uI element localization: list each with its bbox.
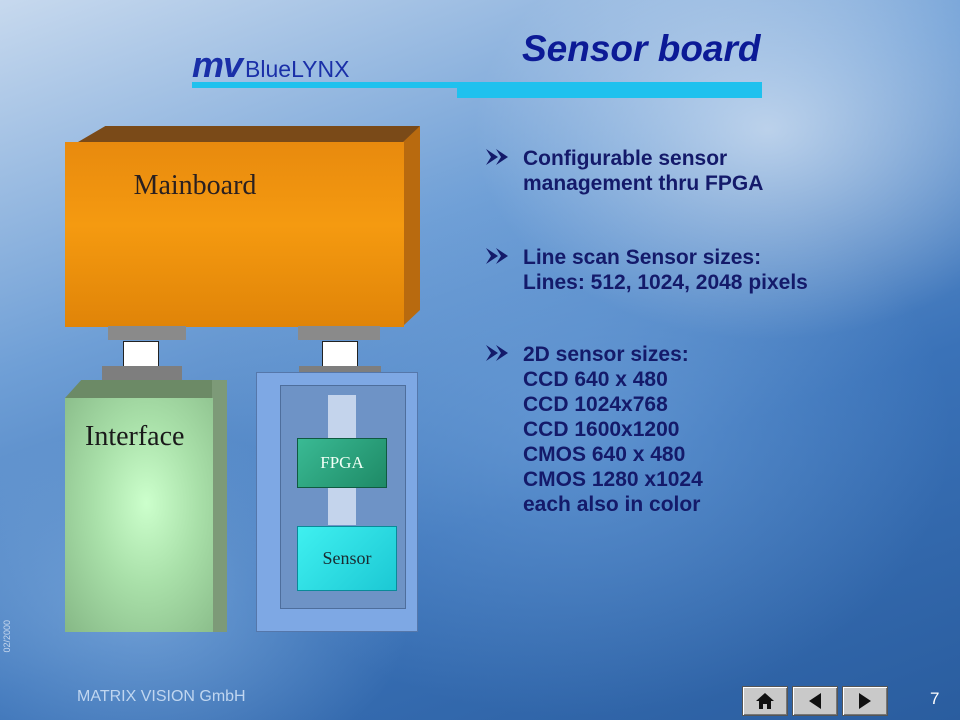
sensor-block: Sensor bbox=[297, 526, 397, 591]
bullet-text: Line scan Sensor sizes: Lines: 512, 1024… bbox=[523, 246, 808, 294]
interface-top-face bbox=[65, 380, 227, 398]
bullet-item: 2D sensor sizes: CCD 640 x 480 CCD 1024x… bbox=[483, 342, 703, 517]
bullet-item: Configurable sensor management thru FPGA bbox=[483, 146, 763, 196]
arrow-bullet-icon bbox=[486, 248, 508, 264]
previous-slide-button[interactable] bbox=[792, 686, 838, 716]
page-number: 7 bbox=[930, 689, 940, 708]
bullet-text: 2D sensor sizes: CCD 640 x 480 CCD 1024x… bbox=[523, 343, 703, 516]
arrow-bullet-icon bbox=[486, 149, 508, 165]
connector-mount-top-right bbox=[298, 326, 380, 340]
slide-title: Sensor board bbox=[522, 28, 761, 69]
arrow-bullet-icon bbox=[486, 345, 508, 361]
mainboard-side-face bbox=[403, 126, 420, 326]
interface-block bbox=[65, 398, 213, 632]
bullet-text: Configurable sensor management thru FPGA bbox=[523, 147, 764, 195]
previous-icon bbox=[809, 693, 821, 709]
header-rule-thick bbox=[457, 87, 762, 98]
mainboard-label: Mainboard bbox=[133, 170, 257, 201]
mainboard-top-face bbox=[78, 126, 420, 142]
connector-mount-top-left bbox=[108, 326, 186, 340]
connector-mount-bottom-left bbox=[102, 366, 182, 382]
mainboard-block bbox=[65, 142, 404, 327]
date-stamp: 02/2000 bbox=[2, 620, 12, 653]
interface-side-face bbox=[212, 380, 227, 632]
logo-product: BlueLYNX bbox=[245, 56, 350, 82]
home-icon bbox=[756, 693, 774, 709]
company-name: MATRIX VISION GmbH bbox=[77, 688, 246, 705]
bullet-item: Line scan Sensor sizes: Lines: 512, 1024… bbox=[483, 245, 808, 295]
next-icon bbox=[859, 693, 871, 709]
interface-label: Interface bbox=[85, 421, 185, 452]
next-slide-button[interactable] bbox=[842, 686, 888, 716]
header-rule-thin bbox=[192, 82, 762, 88]
home-button[interactable] bbox=[742, 686, 788, 716]
fpga-block: FPGA bbox=[297, 438, 387, 488]
logo-mv: mv bbox=[192, 44, 243, 85]
